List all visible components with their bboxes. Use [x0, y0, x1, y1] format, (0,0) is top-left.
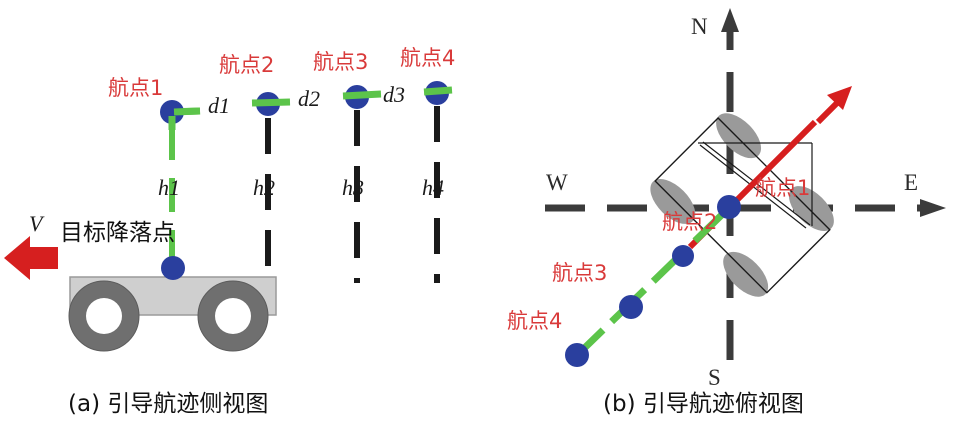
waypoint-marker-2: [251, 92, 291, 116]
side-waypoint-label-3: 航点3: [313, 50, 369, 74]
distance-label-d2: d2: [298, 86, 320, 111]
target-landing-label: 目标降落点: [60, 220, 175, 246]
top-waypoint-label-4: 航点4: [507, 309, 563, 333]
top-waypoint-label-1: 航点1: [755, 176, 811, 200]
axis-west-east: [545, 199, 946, 217]
velocity-arrow: [4, 236, 58, 280]
side-view-graphics: [4, 81, 453, 352]
top-waypoint-label-3: 航点3: [552, 261, 608, 285]
height-label-h1: h1: [158, 175, 180, 200]
vehicle-wheel-rear: [197, 280, 269, 352]
guidance-track-green: [567, 198, 739, 365]
compass-label-south: S: [708, 365, 721, 390]
side-waypoint-label-2: 航点2: [219, 53, 275, 77]
panel-top-view: N S W E 航点1 航点2 航点3 航点4 (b) 引导航迹俯视图: [480, 0, 959, 431]
top-waypoint-dot-4: [565, 343, 589, 367]
compass-label-east: E: [904, 170, 919, 195]
heading-arrow-red: [815, 86, 852, 125]
waypoint-marker-4: [423, 81, 453, 105]
top-waypoint-dot-3: [619, 295, 643, 319]
height-label-h3: h3: [342, 175, 364, 200]
top-waypoint-label-2: 航点2: [662, 210, 718, 234]
compass-label-north: N: [691, 14, 708, 39]
waypoint-marker-1: [160, 100, 201, 130]
caption-panel-a: (a) 引导航迹侧视图: [68, 391, 269, 417]
compass-label-west: W: [546, 170, 568, 195]
vehicle-wheel-front: [68, 280, 140, 352]
vehicle-side: [68, 276, 277, 352]
axis-north-south: [721, 8, 739, 360]
top-view-graphics: [545, 8, 946, 367]
target-landing-dot: [161, 256, 185, 280]
top-waypoint-dot-2: [672, 245, 694, 267]
waypoint-marker-3: [342, 85, 382, 109]
panel-side-view: 航点1 航点2 航点3 航点4 d1 d2 d3 h1 h2 h3 h4 V 目…: [4, 46, 456, 417]
side-waypoint-label-4: 航点4: [400, 46, 456, 70]
height-label-h2: h2: [253, 175, 275, 200]
side-waypoint-label-1: 航点1: [108, 76, 164, 100]
height-label-h4: h4: [422, 175, 444, 200]
distance-label-d3: d3: [383, 82, 405, 107]
top-waypoint-dot-1: [717, 195, 741, 219]
velocity-label: V: [29, 211, 43, 236]
distance-label-d1: d1: [208, 93, 230, 118]
caption-panel-b: (b) 引导航迹俯视图: [603, 391, 804, 417]
